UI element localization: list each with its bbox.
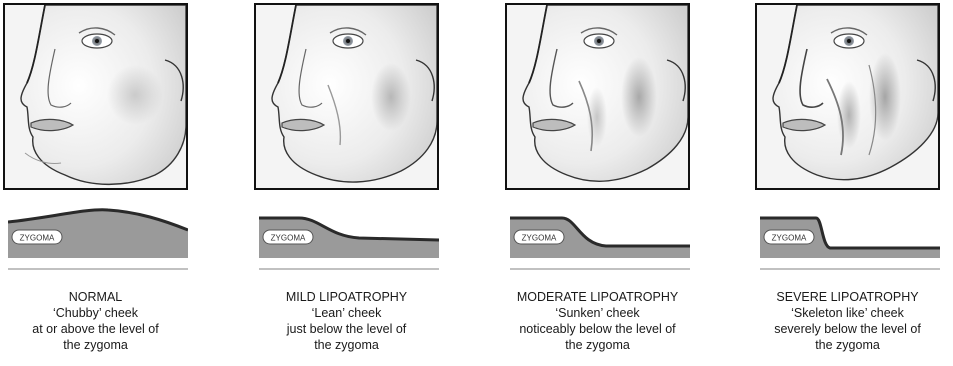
cheek-description: noticeably below the level of bbox=[495, 321, 700, 337]
cheek-description-end: the zygoma bbox=[495, 337, 700, 353]
face-illustration-moderate bbox=[505, 3, 690, 190]
panel-severe: ZYGOMA SEVERE LIPOATROPHY ‘Skeleton like… bbox=[755, 0, 953, 366]
cheek-description-end: the zygoma bbox=[745, 337, 950, 353]
cheek-description-end: the zygoma bbox=[244, 337, 449, 353]
zygoma-label: ZYGOMA bbox=[772, 234, 807, 243]
face-illustration-normal bbox=[3, 3, 188, 190]
cheek-description-end: the zygoma bbox=[0, 337, 198, 353]
category-title: NORMAL bbox=[0, 289, 198, 305]
zygoma-label: ZYGOMA bbox=[271, 234, 306, 243]
category-title: MODERATE LIPOATROPHY bbox=[495, 289, 700, 305]
cheek-profile-mild: ZYGOMA bbox=[259, 208, 439, 272]
caption-normal: NORMAL ‘Chubby’ cheek at or above the le… bbox=[0, 289, 198, 353]
category-title: SEVERE LIPOATROPHY bbox=[745, 289, 950, 305]
caption-moderate: MODERATE LIPOATROPHY ‘Sunken’ cheek noti… bbox=[495, 289, 700, 353]
cheek-description: severely below the level of bbox=[745, 321, 950, 337]
cheek-type: ‘Lean’ cheek bbox=[244, 305, 449, 321]
face-illustration-mild bbox=[254, 3, 439, 190]
cheek-type: ‘Skeleton like’ cheek bbox=[745, 305, 950, 321]
cheek-profile-normal: ZYGOMA bbox=[8, 208, 188, 272]
panel-mild: ZYGOMA MILD LIPOATROPHY ‘Lean’ cheek jus… bbox=[254, 0, 454, 366]
caption-mild: MILD LIPOATROPHY ‘Lean’ cheek just below… bbox=[244, 289, 449, 353]
cheek-description: just below the level of bbox=[244, 321, 449, 337]
face-illustration-severe bbox=[755, 3, 940, 190]
zygoma-label: ZYGOMA bbox=[522, 234, 557, 243]
panel-normal: ZYGOMA NORMAL ‘Chubby’ cheek at or above… bbox=[3, 0, 203, 366]
zygoma-label: ZYGOMA bbox=[20, 234, 55, 243]
cheek-type: ‘Chubby’ cheek bbox=[0, 305, 198, 321]
cheek-profile-severe: ZYGOMA bbox=[760, 208, 940, 272]
panel-moderate: ZYGOMA MODERATE LIPOATROPHY ‘Sunken’ che… bbox=[505, 0, 705, 366]
cheek-type: ‘Sunken’ cheek bbox=[495, 305, 700, 321]
caption-severe: SEVERE LIPOATROPHY ‘Skeleton like’ cheek… bbox=[745, 289, 950, 353]
cheek-profile-moderate: ZYGOMA bbox=[510, 208, 690, 272]
category-title: MILD LIPOATROPHY bbox=[244, 289, 449, 305]
cheek-description: at or above the level of bbox=[0, 321, 198, 337]
